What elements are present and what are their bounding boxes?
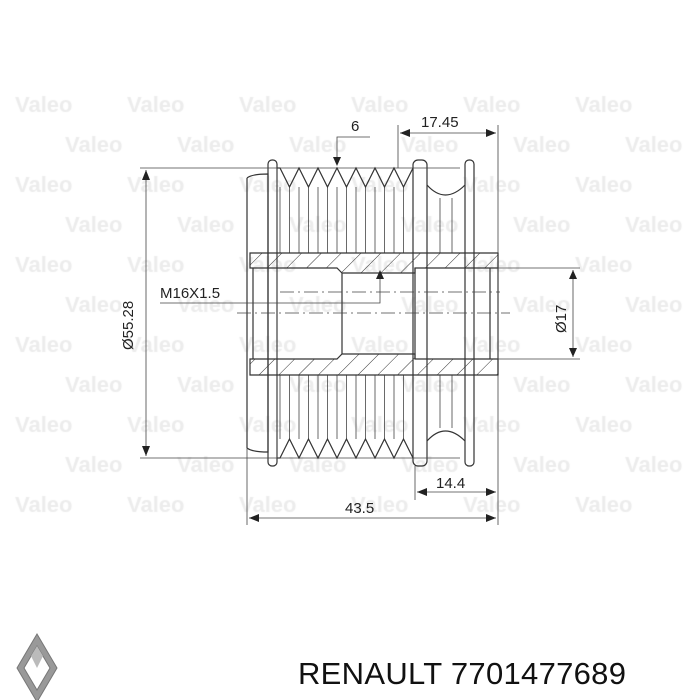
sleeve-section [237,252,510,376]
dim-bore-diameter: Ø17 [553,305,570,333]
dimension-lines [140,125,580,525]
part-number: 7701477689 [450,656,627,691]
dim-right-offset: 17.45 [421,114,459,131]
part-caption: RENAULT 7701477689 [298,656,626,692]
dim-total-length: 43.5 [345,500,374,517]
dim-groove-pitch: 6 [351,118,359,135]
dim-flange-width: 14.4 [436,475,465,492]
brand-name: RENAULT [298,656,442,691]
renault-logo [16,633,58,700]
dim-outer-diameter: Ø55.28 [120,301,137,350]
dim-thread: M16X1.5 [160,285,220,302]
